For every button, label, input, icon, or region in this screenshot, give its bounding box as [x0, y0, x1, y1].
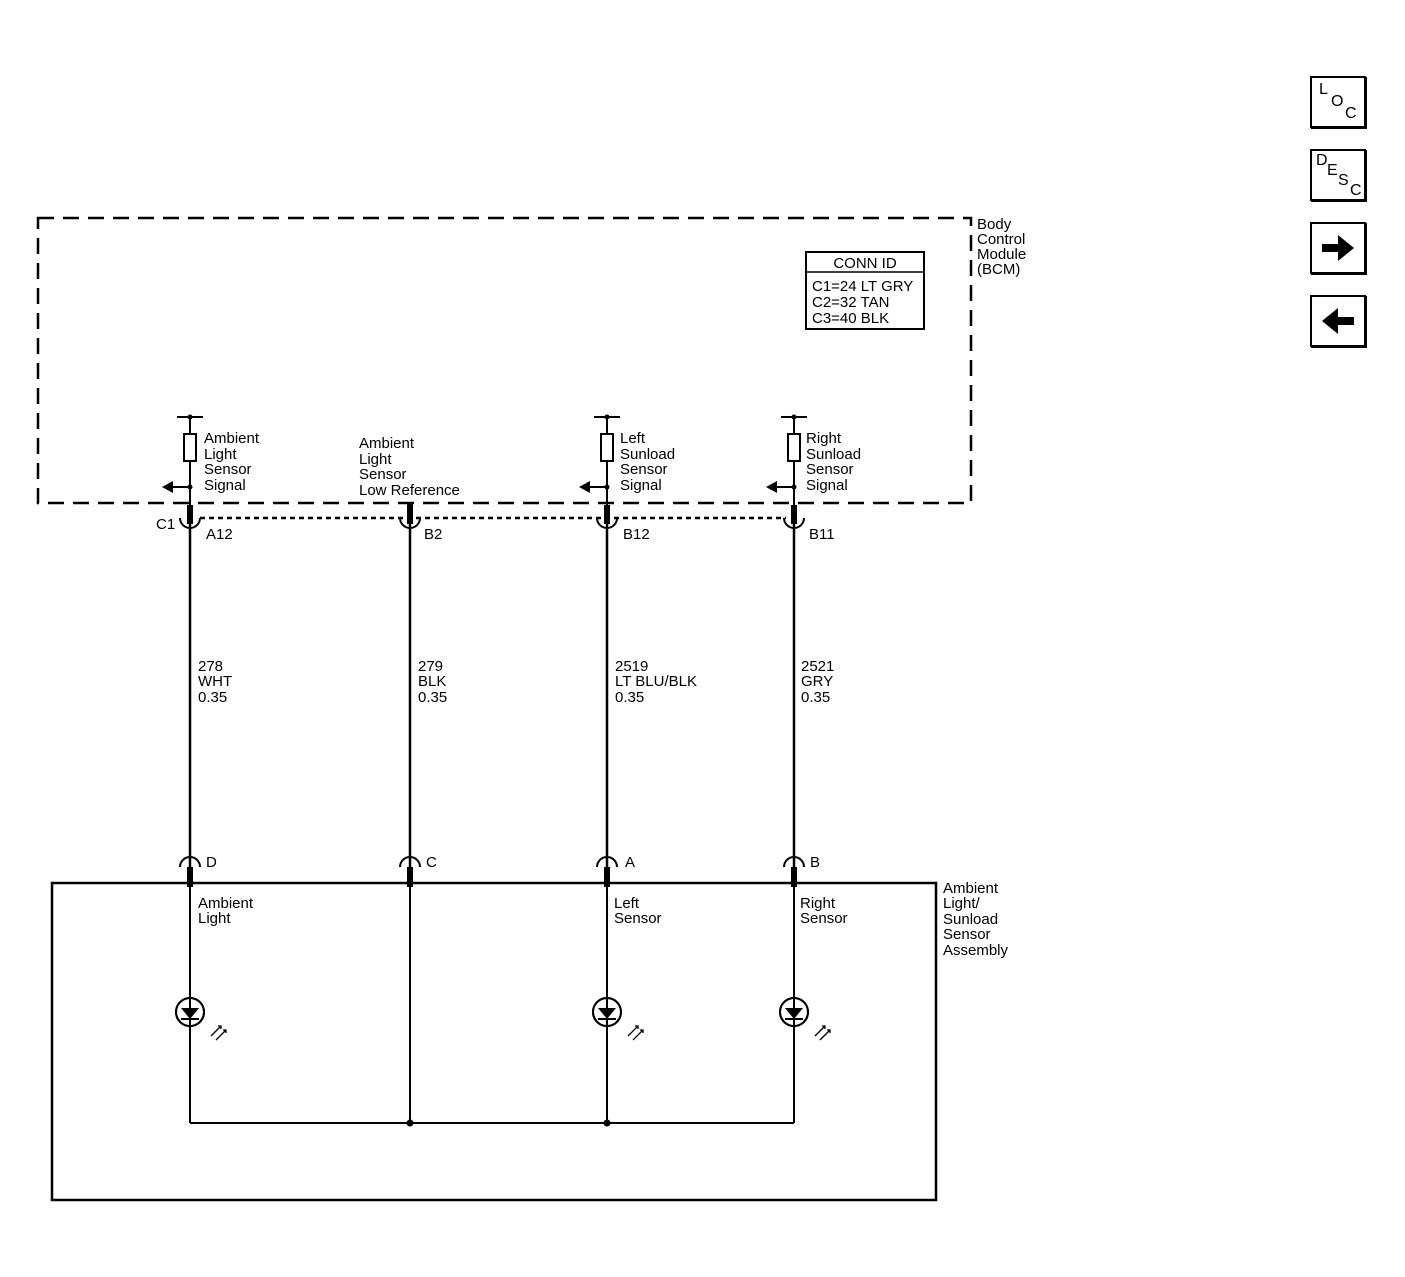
loc-letter-c: C	[1345, 105, 1357, 122]
bcm-label-1: Body	[977, 216, 1012, 233]
bcm-circuit-3-label-4: Signal	[620, 477, 662, 494]
bcm-circuit-4-label-1: Right	[806, 430, 842, 447]
bcm-label-4: (BCM)	[977, 261, 1020, 278]
wire-1-gauge: 0.35	[198, 689, 227, 706]
bcm-circuit-3-label-3: Sensor	[620, 461, 668, 478]
splice-dot	[406, 1119, 414, 1127]
photodiode-right-icon	[779, 997, 831, 1041]
signal-arrow-icon	[579, 481, 590, 493]
c1-connector-label: C1	[156, 516, 175, 533]
wire-4-color: GRY	[801, 673, 833, 690]
pullup-resistor	[787, 433, 801, 462]
circuit-low-reference	[399, 503, 421, 1123]
bcm-circuit-3-label-1: Left	[620, 430, 646, 447]
pullup-resistor	[600, 433, 614, 462]
wire-3-gauge: 0.35	[615, 689, 644, 706]
wire-2-circuit: 279	[418, 658, 443, 675]
conn-id-box	[805, 251, 925, 330]
bcm-circuit-1-label-1: Ambient	[204, 430, 260, 447]
wire-2-color: BLK	[418, 673, 446, 690]
bcm-circuit-4-label-2: Sunload	[806, 446, 861, 463]
sensor-label-right-2: Sensor	[800, 910, 848, 927]
wire-3-color: LT BLU/BLK	[615, 673, 697, 690]
sensor-label-left-1: Left	[614, 895, 640, 912]
prev-button[interactable]	[1310, 295, 1366, 347]
assembly-label-1: Ambient	[943, 880, 999, 897]
sensor-pin-b: B	[810, 854, 820, 871]
signal-arrow-icon	[766, 481, 777, 493]
circuit-ambient-light	[162, 414, 203, 1123]
desc-letter-e: E	[1327, 162, 1338, 179]
bcm-outline	[36, 216, 973, 505]
bcm-label-3: Module	[977, 246, 1026, 263]
loc-button[interactable]: L O C	[1310, 76, 1366, 128]
sensor-label-left-2: Sensor	[614, 910, 662, 927]
conn-id-row-3: C3=40 BLK	[812, 310, 889, 327]
assembly-label-4: Sensor	[943, 926, 991, 943]
bcm-circuit-1-label-2: Light	[204, 446, 237, 463]
bcm-circuit-2-label-1: Ambient	[359, 435, 415, 452]
wire-1-color: WHT	[198, 673, 232, 690]
desc-button[interactable]: D E S C	[1310, 149, 1366, 201]
bcm-label-2: Control	[977, 231, 1025, 248]
desc-letter-c: C	[1350, 182, 1362, 199]
pin-a12: A12	[206, 526, 233, 543]
photodiode-ambient-icon	[175, 997, 227, 1041]
pin-b12: B12	[623, 526, 650, 543]
pin-b2: B2	[424, 526, 442, 543]
next-button[interactable]	[1310, 222, 1366, 274]
bcm-circuit-3-label-2: Sunload	[620, 446, 675, 463]
wire-4-circuit: 2521	[801, 658, 834, 675]
sensor-assembly-outline	[50, 881, 938, 1202]
arrow-left-icon	[1322, 308, 1354, 334]
bcm-circuit-2-label-2: Light	[359, 451, 392, 468]
signal-arrow-icon	[162, 481, 173, 493]
bcm-circuit-2-label-4: Low Reference	[359, 482, 460, 499]
pin-b11: B11	[809, 526, 835, 543]
bcm-circuit-1-label-4: Signal	[204, 477, 246, 494]
splice-dot	[603, 1119, 611, 1127]
bcm-circuit-4-label-3: Sensor	[806, 461, 854, 478]
conn-id-row-2: C2=32 TAN	[812, 294, 889, 311]
desc-letter-s: S	[1338, 172, 1349, 189]
sensor-pin-a: A	[625, 854, 635, 871]
bcm-circuit-2-label-3: Sensor	[359, 466, 407, 483]
assembly-label-2: Light/	[943, 895, 981, 912]
photodiode-left-icon	[592, 997, 644, 1041]
pullup-resistor	[183, 433, 197, 462]
arrow-right-icon	[1322, 235, 1354, 261]
conn-id-title: CONN ID	[833, 255, 897, 272]
sensor-pin-d: D	[206, 854, 217, 871]
wire-4-gauge: 0.35	[801, 689, 830, 706]
loc-letter-l: L	[1319, 81, 1328, 98]
bcm-circuit-1-label-3: Sensor	[204, 461, 252, 478]
wire-1-circuit: 278	[198, 658, 223, 675]
sensor-label-right-1: Right	[800, 895, 836, 912]
bcm-circuit-4-label-4: Signal	[806, 477, 848, 494]
sensor-pin-c: C	[426, 854, 437, 871]
loc-letter-o: O	[1331, 93, 1344, 110]
desc-letter-d: D	[1316, 152, 1328, 169]
wire-3-circuit: 2519	[615, 658, 648, 675]
wire-2-gauge: 0.35	[418, 689, 447, 706]
conn-id-row-1: C1=24 LT GRY	[812, 278, 913, 295]
sensor-label-ambient-1: Ambient	[198, 895, 254, 912]
assembly-label-5: Assembly	[943, 942, 1009, 959]
sensor-label-ambient-2: Light	[198, 910, 231, 927]
assembly-label-3: Sunload	[943, 911, 998, 928]
